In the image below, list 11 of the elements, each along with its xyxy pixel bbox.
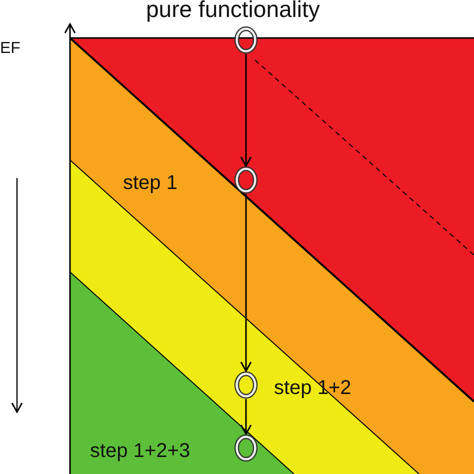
ring-marker bbox=[234, 371, 258, 399]
ring-marker bbox=[234, 434, 258, 462]
axis-label: EF bbox=[0, 40, 20, 58]
arrow bbox=[240, 54, 252, 167]
ring-marker bbox=[234, 166, 258, 194]
ring-marker bbox=[234, 26, 258, 54]
arrow bbox=[240, 194, 252, 372]
step-label: step 1+2+3 bbox=[90, 440, 190, 462]
step-label: step 1 bbox=[123, 172, 178, 194]
step-label: pure functionality bbox=[146, 0, 320, 20]
arrow bbox=[240, 399, 252, 435]
